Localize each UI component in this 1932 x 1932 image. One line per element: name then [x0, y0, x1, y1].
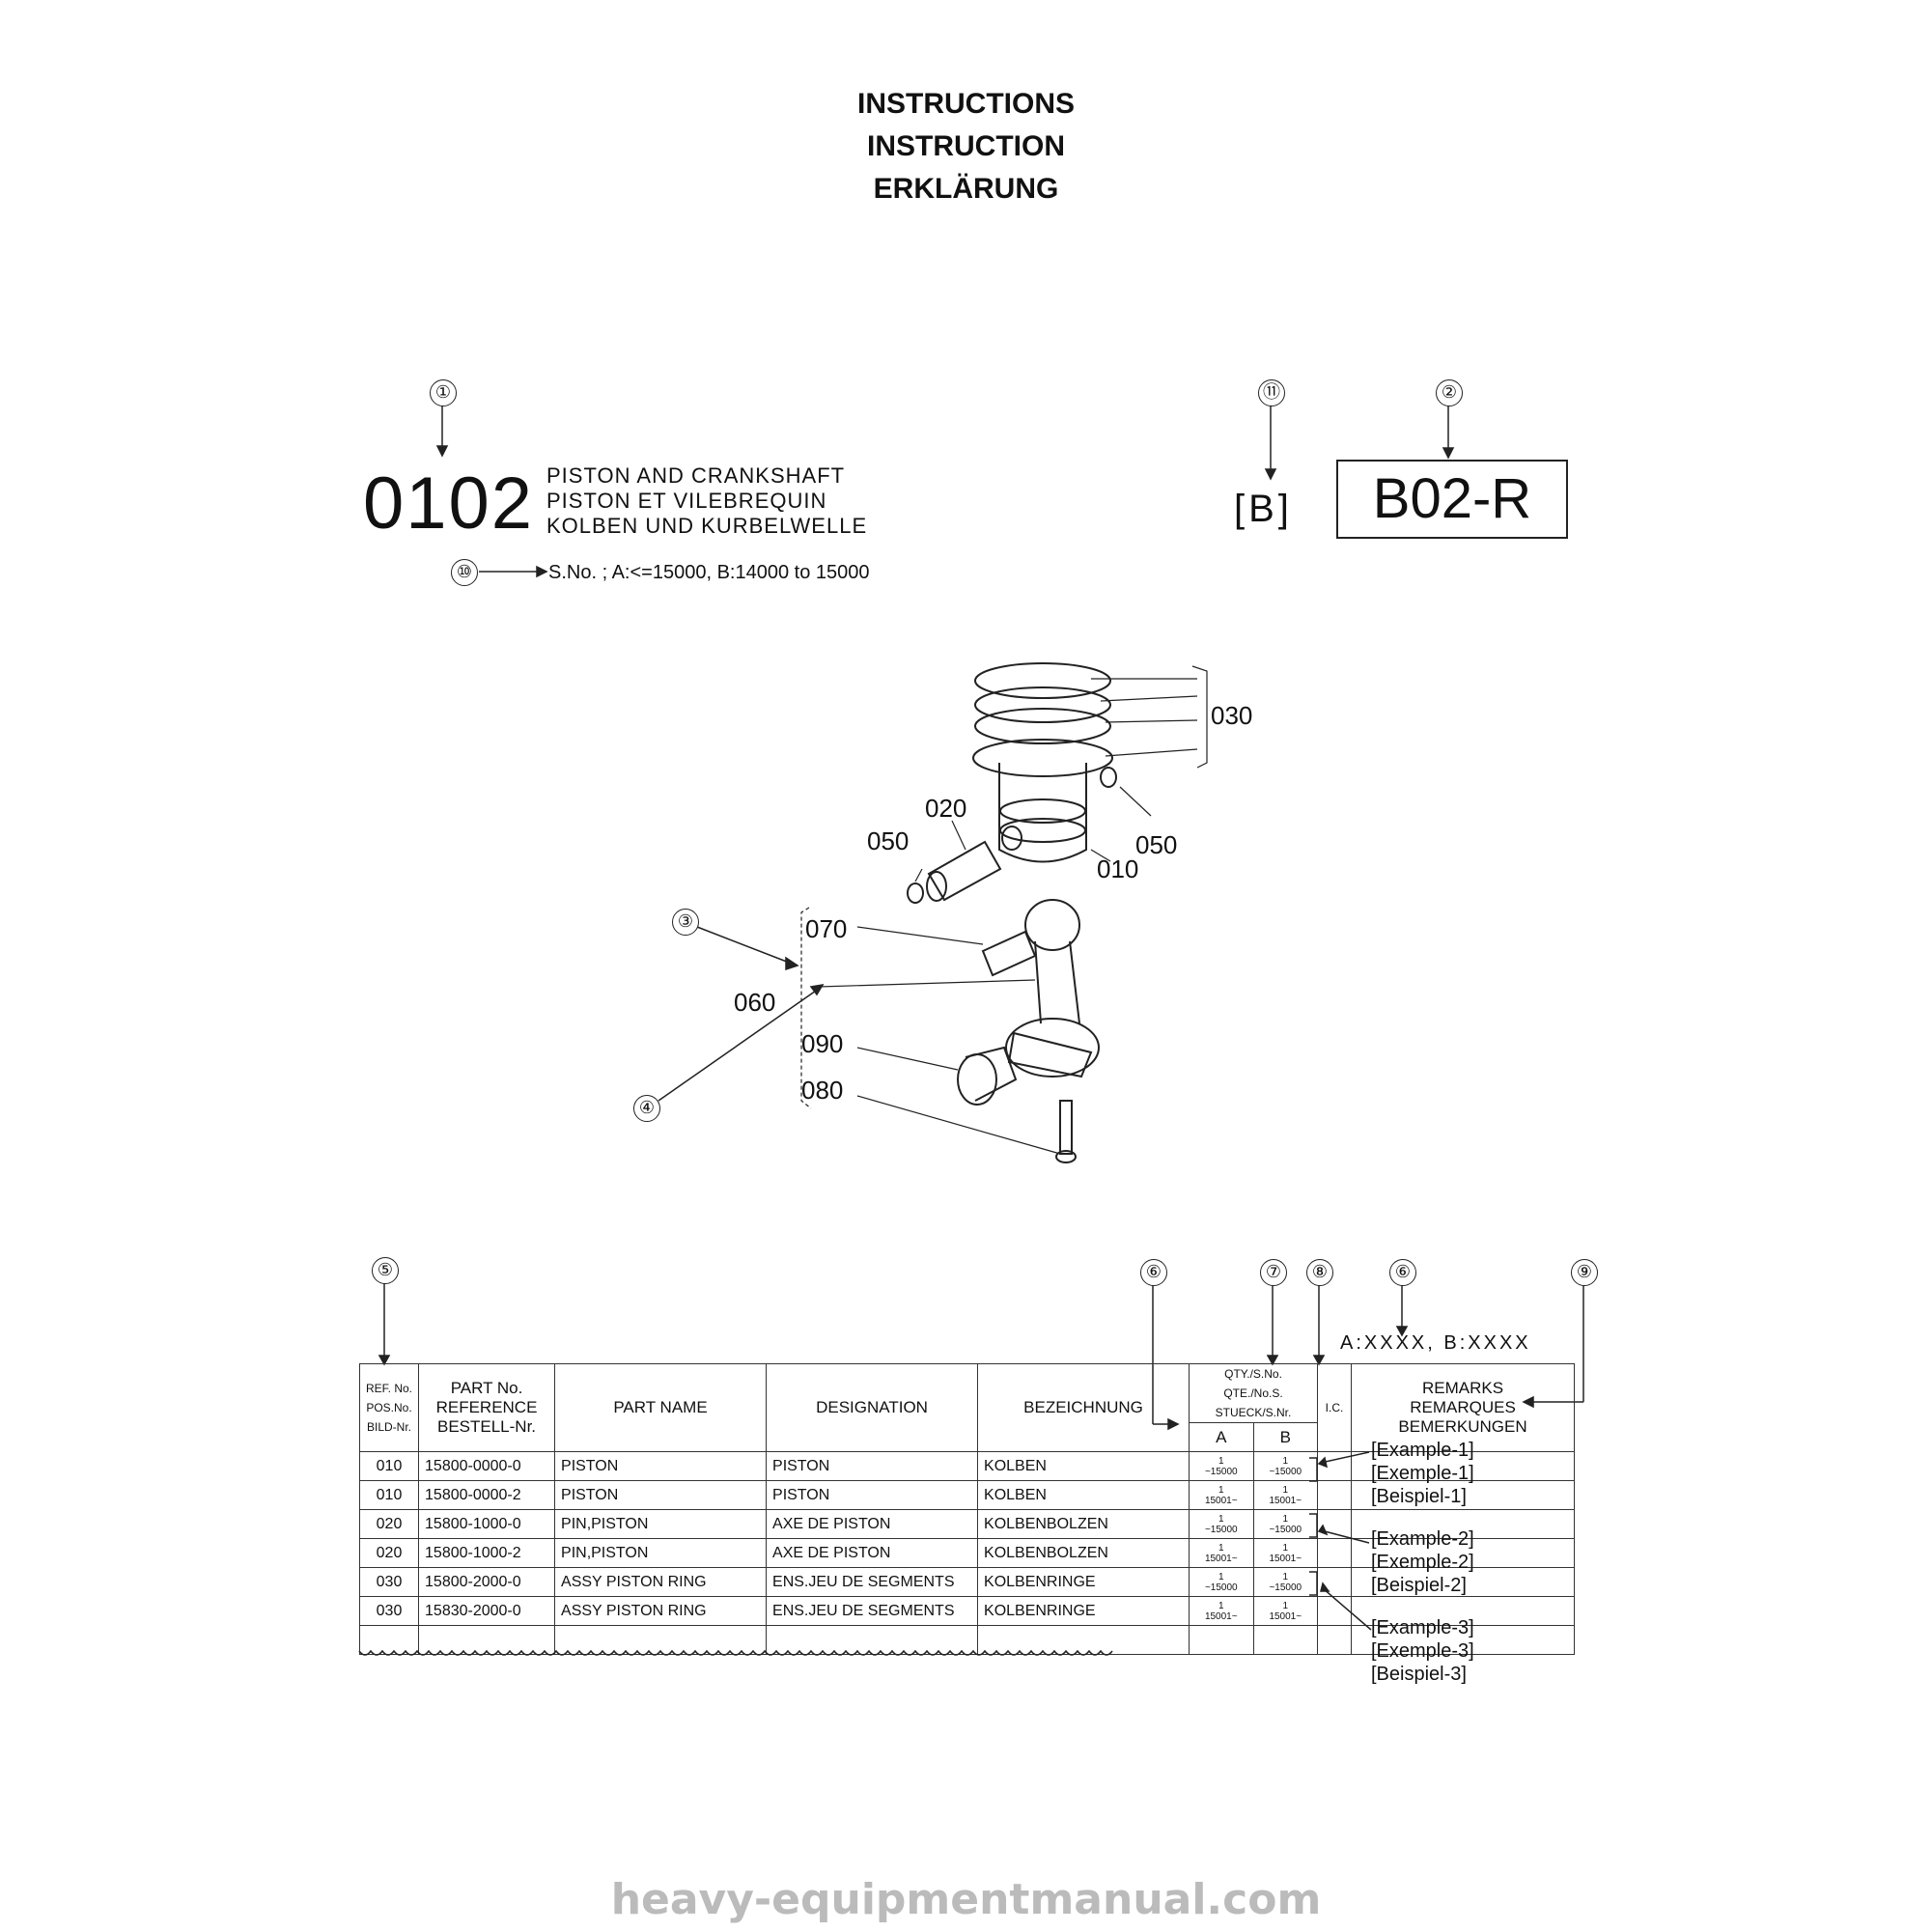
- piston-ring-1: [974, 662, 1111, 699]
- conrod-bolt: [1059, 1100, 1073, 1155]
- callout-2: ②: [1436, 379, 1463, 406]
- serial-number-range: S.No. ; A:<=15000, B:14000 to 15000: [548, 562, 870, 583]
- callout-8: ⑧: [1306, 1259, 1333, 1286]
- header-qty-a: A: [1189, 1422, 1254, 1452]
- callout-10: ⑩: [451, 559, 478, 586]
- circlip-right: [1100, 767, 1117, 788]
- section-name-de: KOLBEN UND KURBELWELLE: [546, 514, 868, 538]
- piston-ring-4: [972, 739, 1113, 777]
- header-part-name: PART NAME: [554, 1363, 768, 1452]
- watermark-footer: heavy-equipmentmanual.com: [610, 1875, 1322, 1924]
- parts-table: REF. No.POS.No.BILD-Nr. PART No.REFERENC…: [358, 1363, 1576, 1655]
- title-de: ERKLÄRUNG: [873, 173, 1059, 205]
- section-names: PISTON AND CRANKSHAFT PISTON ET VILEBREQ…: [546, 463, 867, 539]
- header-ref-no: REF. No.POS.No.BILD-Nr.: [358, 1363, 420, 1452]
- conrod-shank: [1034, 940, 1080, 1024]
- torn-edge: [358, 1649, 1113, 1656]
- callout-11: ⑪: [1258, 379, 1285, 406]
- section-name-en: PISTON AND CRANKSHAFT: [546, 463, 846, 488]
- section-name-fr: PISTON ET VILEBREQUIN: [546, 489, 827, 513]
- section-number: 0102: [363, 462, 535, 545]
- callout-4: ④: [633, 1095, 660, 1122]
- callout-1: ①: [430, 379, 457, 406]
- remarks-example-1: [Example-1][Exemple-1][Beispiel-1]: [1371, 1440, 1474, 1507]
- piston-body: [998, 763, 1087, 863]
- serial-format-note: A:XXXX, B:XXXX: [1340, 1332, 1531, 1354]
- remarks-example-3: [Example-3][Exemple-3][Beispiel-3]: [1371, 1617, 1474, 1685]
- header-qty-b: B: [1252, 1422, 1319, 1452]
- label-060: 060: [734, 988, 776, 1017]
- circlip-left: [907, 882, 924, 904]
- callout-7: ⑦: [1260, 1259, 1287, 1286]
- title-fr: INSTRUCTION: [867, 130, 1065, 162]
- conrod-bushing: [981, 930, 1037, 977]
- label-030: 030: [1211, 701, 1253, 730]
- label-020: 020: [925, 794, 967, 823]
- piston-pin: [927, 840, 1002, 902]
- label-050-right: 050: [1135, 830, 1178, 859]
- label-090: 090: [801, 1029, 844, 1058]
- piston-ring-2: [974, 686, 1111, 723]
- remarks-example-2: [Example-2][Exemple-2][Beispiel-2]: [1371, 1528, 1474, 1596]
- header-designation: DESIGNATION: [766, 1363, 979, 1452]
- callout-5: ⑤: [372, 1257, 399, 1284]
- group-code-box: B02-R: [1336, 460, 1568, 539]
- model-bracket: [B]: [1234, 488, 1293, 530]
- conrod-small-end: [1024, 899, 1080, 951]
- title-en: INSTRUCTIONS: [857, 88, 1075, 120]
- table-row-empty: [358, 1625, 1576, 1655]
- label-080: 080: [801, 1076, 844, 1105]
- conrod-big-end: [1005, 1018, 1100, 1078]
- piston-ring-3: [974, 708, 1111, 744]
- callout-3: ③: [672, 909, 699, 936]
- label-050-left: 050: [867, 826, 910, 855]
- callout-6-remarks: ⑥: [1389, 1259, 1416, 1286]
- header-bezeichnung: BEZEICHNUNG: [977, 1363, 1190, 1452]
- callout-9: ⑨: [1571, 1259, 1598, 1286]
- page-titles: INSTRUCTIONS INSTRUCTION ERKLÄRUNG: [0, 83, 1932, 210]
- label-070: 070: [805, 914, 848, 943]
- label-010: 010: [1097, 854, 1139, 883]
- callout-6-table: ⑥: [1140, 1259, 1167, 1286]
